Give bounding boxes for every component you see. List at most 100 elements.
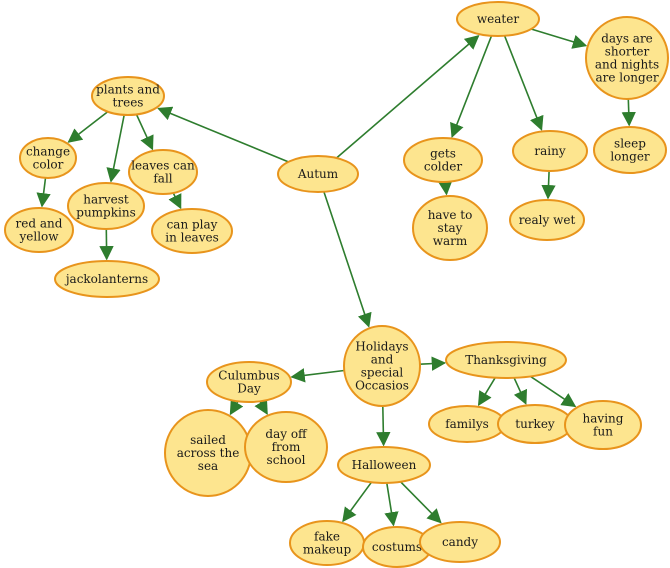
node-shape-realy-wet: [509, 199, 585, 241]
node-label-days-shorter-line-1: shorter: [605, 45, 650, 59]
node-shape-columbus-day: [206, 361, 292, 403]
node-label-gets-colder-line-0: gets: [430, 147, 456, 161]
node-shape-days-shorter: [585, 16, 669, 100]
node-label-realy-wet-line-0: realy wet: [519, 213, 576, 227]
edge-columbus-day-to-day-off-from-school: [254, 398, 268, 416]
node-shape-having-fun: [564, 400, 642, 450]
node-label-rainy-line-0: rainy: [534, 144, 565, 158]
node-label-can-play-in-leaves-line-1: in leaves: [165, 231, 219, 245]
node-shape-plants-and-trees: [91, 76, 165, 116]
edge-holidays-to-thanksgiving: [419, 356, 447, 371]
node-label-harvest-pumpkins-line-1: pumpkins: [76, 206, 135, 220]
node-shape-candy: [419, 521, 501, 563]
node-shape-harvest-pumpkins: [67, 182, 145, 230]
node-label-sleep-longer-line-0: sleep: [614, 137, 646, 151]
node-label-costums-line-0: costums: [372, 540, 422, 554]
node-label-day-off-from-school-line-1: from: [272, 440, 301, 454]
edge-thanksgiving-to-having-fun: [530, 375, 577, 408]
node-label-days-shorter-line-3: are longer: [595, 71, 658, 85]
edge-halloween-to-costums: [384, 482, 399, 527]
node-thanksgiving[interactable]: Thanksgiving: [445, 341, 567, 379]
node-shape-day-off-from-school: [244, 411, 328, 483]
node-candy[interactable]: candy: [419, 521, 501, 563]
node-jackolanterns[interactable]: jackolanterns: [54, 260, 160, 298]
node-label-thanksgiving-line-0: Thanksgiving: [465, 353, 547, 367]
edge-halloween-to-fake-makeup: [342, 481, 373, 523]
node-label-columbus-day-line-1: Day: [237, 382, 261, 396]
node-label-can-play-in-leaves-line-0: can play: [167, 218, 218, 232]
edge-plants-and-trees-to-leaves-can-fall: [135, 114, 154, 151]
node-label-columbus-day-line-0: Culumbus: [218, 369, 279, 383]
edge-change-color-to-red-and-yellow: [36, 177, 51, 208]
edge-halloween-to-candy: [400, 481, 442, 524]
node-label-holidays-line-3: Occasios: [355, 379, 409, 393]
node-label-change-color-line-0: change: [26, 145, 70, 159]
node-shape-sleep-longer: [593, 126, 667, 174]
edge-autum-to-plants-and-trees: [157, 106, 289, 163]
node-label-jackolanterns-line-0: jackolanterns: [64, 272, 148, 286]
node-halloween[interactable]: Halloween: [337, 446, 431, 484]
edge-gets-colder-to-have-to-stay-warm: [438, 180, 453, 196]
node-weater[interactable]: weater: [456, 1, 540, 37]
node-autum[interactable]: Autum: [277, 155, 359, 193]
node-label-have-to-stay-warm-line-0: have to: [428, 208, 473, 222]
node-label-candy-line-0: candy: [442, 535, 478, 549]
node-label-red-and-yellow-line-0: red and: [16, 217, 63, 231]
edge-weater-to-rainy: [503, 35, 544, 131]
node-rainy[interactable]: rainy: [512, 130, 588, 172]
node-label-harvest-pumpkins-line-0: harvest: [83, 193, 129, 207]
edge-holidays-to-halloween: [376, 405, 391, 447]
node-label-having-fun-line-1: fun: [593, 425, 613, 439]
edge-leaves-can-fall-to-can-play-in-leaves: [168, 192, 182, 210]
node-label-change-color-line-1: color: [33, 158, 64, 172]
node-label-have-to-stay-warm-line-1: stay: [438, 221, 463, 235]
node-label-holidays-line-1: and: [371, 353, 394, 367]
node-shape-jackolanterns: [54, 260, 160, 298]
edge-autum-to-holidays: [323, 191, 372, 328]
node-label-have-to-stay-warm-line-2: warm: [433, 234, 468, 248]
node-shape-leaves-can-fall: [128, 149, 198, 195]
node-shape-holidays: [343, 325, 421, 407]
node-label-plants-and-trees-line-0: plants and: [96, 83, 160, 97]
node-shape-weater: [456, 1, 540, 37]
node-label-leaves-can-fall-line-1: fall: [153, 172, 172, 186]
node-label-red-and-yellow-line-1: yellow: [18, 230, 59, 244]
node-label-days-shorter-line-2: and nights: [595, 58, 659, 72]
node-shape-red-and-yellow: [4, 207, 74, 253]
edge-layer: [36, 28, 636, 527]
node-label-leaves-can-fall-line-0: leaves can: [131, 159, 195, 173]
node-shape-halloween: [337, 446, 431, 484]
node-label-turkey-line-0: turkey: [515, 417, 555, 431]
node-label-fake-makeup-line-0: fake: [314, 530, 340, 544]
node-familys[interactable]: familys: [428, 405, 506, 443]
node-label-sailed-across-the-sea-line-2: sea: [198, 459, 218, 473]
node-label-holidays-line-2: special: [361, 366, 404, 380]
node-shape-gets-colder: [403, 137, 483, 183]
node-shape-have-to-stay-warm: [412, 195, 488, 261]
node-label-having-fun-line-0: having: [583, 412, 624, 426]
node-realy-wet[interactable]: realy wet: [509, 199, 585, 241]
node-turkey[interactable]: turkey: [497, 404, 573, 444]
edge-days-shorter-to-sleep-longer: [621, 98, 636, 127]
node-label-day-off-from-school-line-0: day off: [265, 427, 308, 441]
edge-columbus-day-to-sailed-across-the-sea: [229, 399, 244, 416]
node-label-sailed-across-the-sea-line-1: across the: [177, 446, 240, 460]
